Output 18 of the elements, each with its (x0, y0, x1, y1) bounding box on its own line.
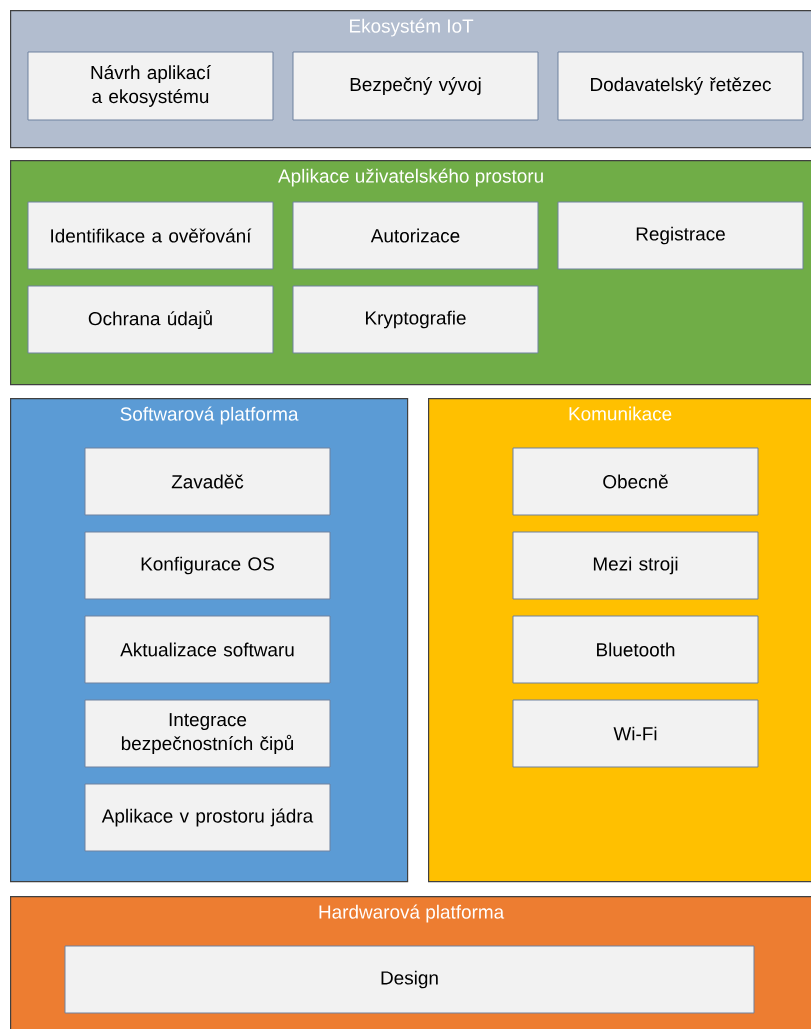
item-box: Bluetooth (512, 615, 759, 684)
item-box: Autorizace (292, 201, 539, 270)
item-box: Kryptografie (292, 285, 539, 354)
item-box: Registrace (557, 201, 804, 270)
item-box: Mezi stroji (512, 531, 759, 600)
item-box: Konfigurace OS (84, 531, 331, 600)
item-box: Zavaděč (84, 447, 331, 516)
item-box: Wi-Fi (512, 699, 759, 768)
item-box: Ochrana údajů (27, 285, 274, 354)
item-box: Bezpečný vývoj (292, 51, 539, 121)
item-box: Aplikace v prostoru jádra (84, 783, 331, 852)
item-box: Návrh aplikací a ekosystému (27, 51, 274, 121)
item-box: Obecně (512, 447, 759, 516)
item-box: Design (64, 945, 755, 1014)
item-box: Dodavatelský řetězec (557, 51, 804, 121)
item-box: Identifikace a ověřování (27, 201, 274, 270)
item-box: Integrace bezpečnostních čipů (84, 699, 331, 768)
item-box: Aktualizace softwaru (84, 615, 331, 684)
